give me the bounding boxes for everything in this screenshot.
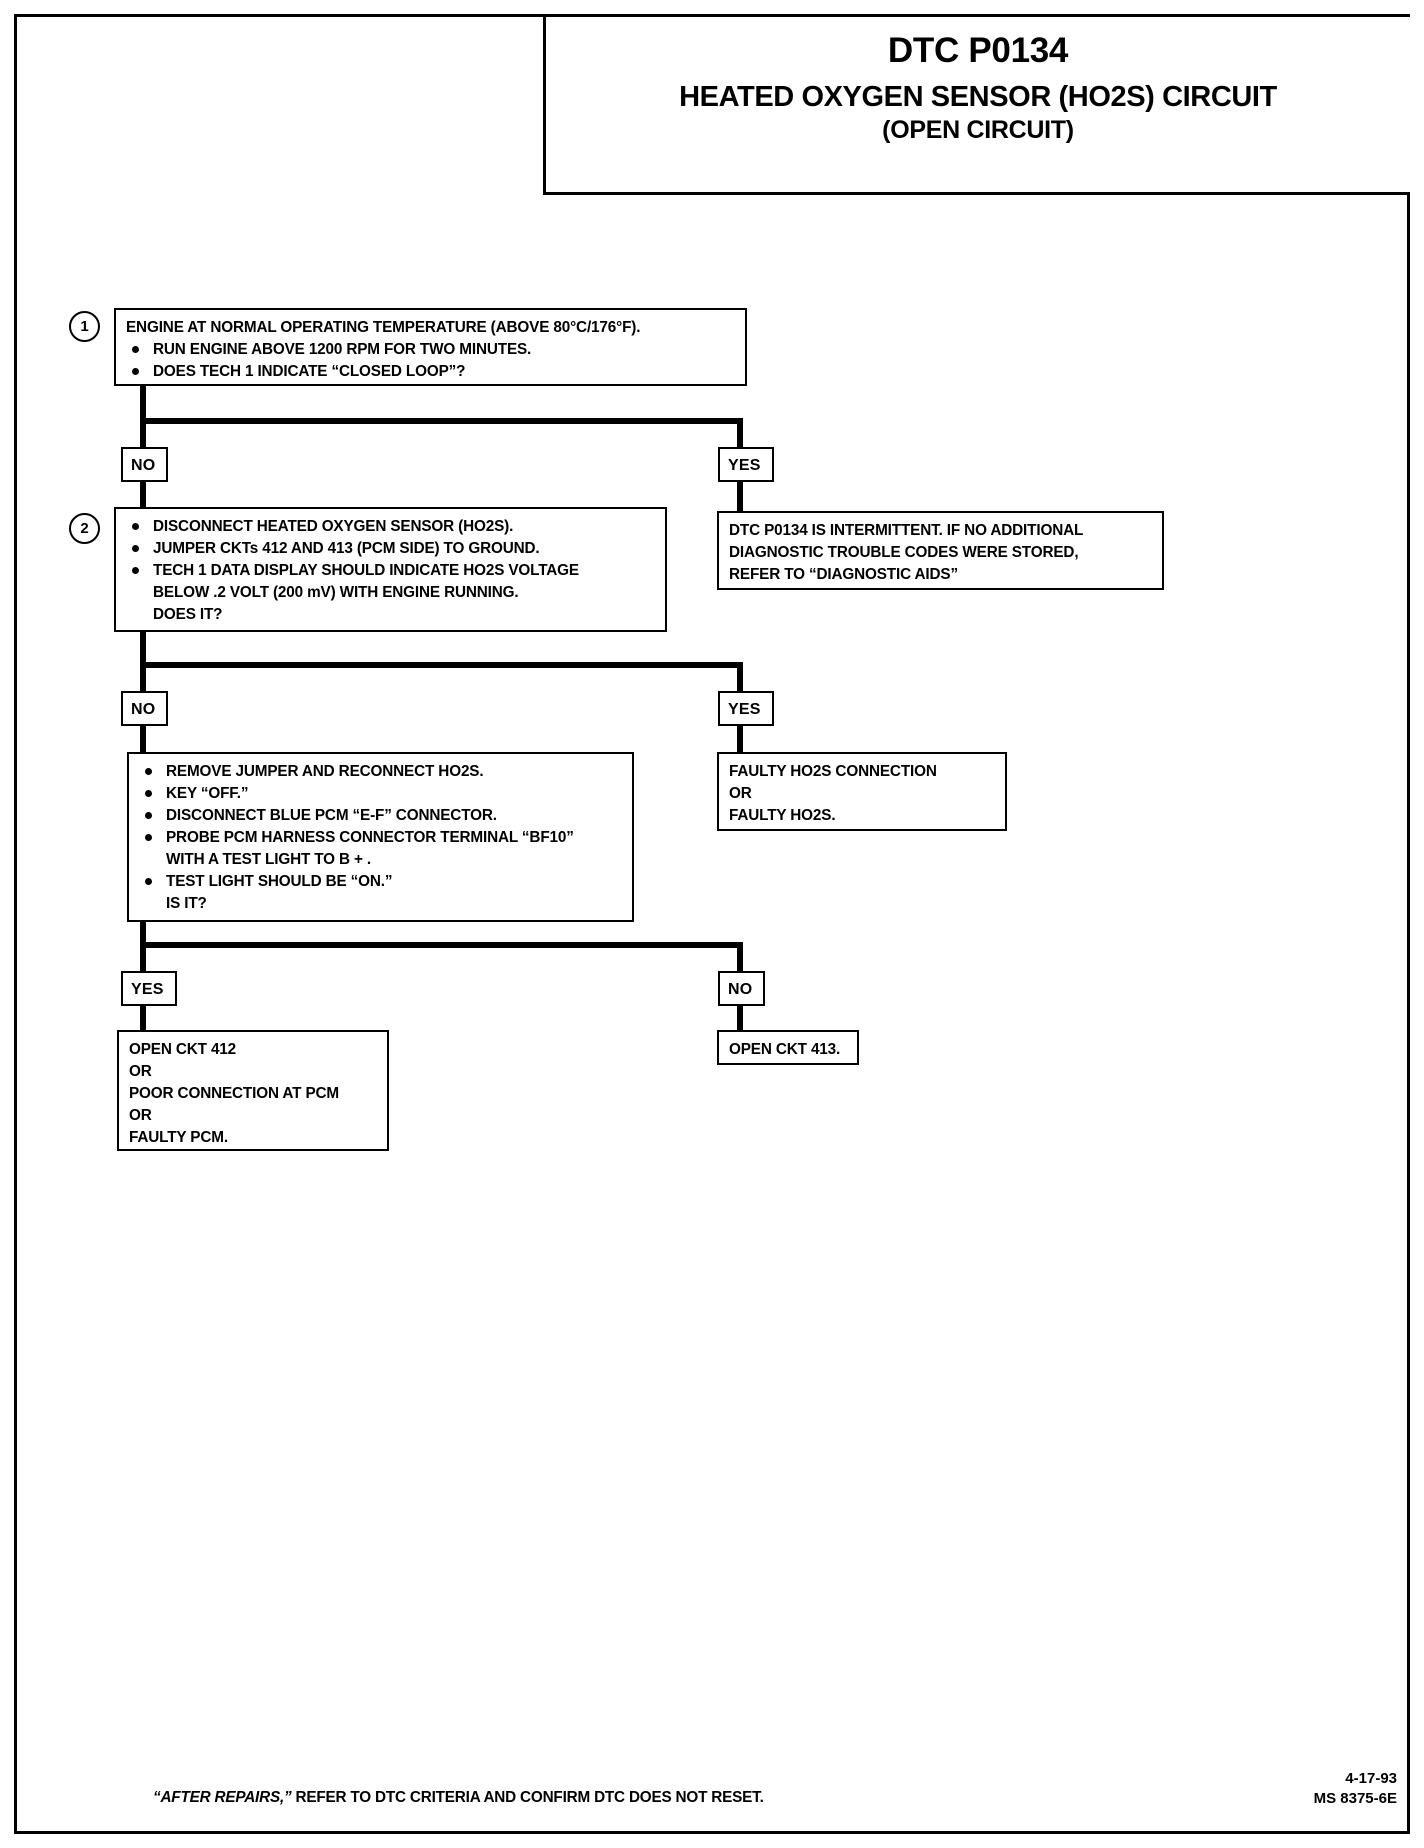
after-repairs-note: “AFTER REPAIRS,” REFER TO DTC CRITERIA A… bbox=[153, 1789, 764, 1807]
connector-step3-split bbox=[140, 942, 743, 948]
list-item: PROBE PCM HARNESS CONNECTOR TERMINAL “BF… bbox=[139, 827, 624, 849]
after-repairs-emphasis: “AFTER REPAIRS,” bbox=[153, 1789, 292, 1806]
list-item: DOES TECH 1 INDICATE “CLOSED LOOP”? bbox=[126, 361, 737, 383]
header-title-block: DTC P0134 HEATED OXYGEN SENSOR (HO2S) CI… bbox=[543, 17, 1410, 195]
result-line: OR bbox=[129, 1063, 152, 1081]
connector-step2-yes-leg bbox=[737, 662, 743, 693]
dtc-code-title: DTC P0134 bbox=[887, 31, 1069, 70]
result-line: FAULTY PCM. bbox=[129, 1129, 228, 1147]
branch-tag-yes-3[interactable]: YES bbox=[121, 971, 177, 1006]
step-2-bullets: DISCONNECT HEATED OXYGEN SENSOR (HO2S). … bbox=[126, 516, 657, 626]
connector-step2-down bbox=[140, 632, 146, 668]
revision-date: 4-17-93 bbox=[1345, 1769, 1397, 1787]
result-line: FAULTY HO2S. bbox=[729, 807, 836, 825]
step-1-box: ENGINE AT NORMAL OPERATING TEMPERATURE (… bbox=[114, 308, 747, 386]
page-frame: DTC P0134 HEATED OXYGEN SENSOR (HO2S) CI… bbox=[14, 14, 1410, 1834]
branch-tag-no-1[interactable]: NO bbox=[121, 447, 168, 482]
circuit-name-line: HEATED OXYGEN SENSOR (HO2S) CIRCUIT bbox=[679, 81, 1277, 114]
connector-yes1-to-result bbox=[737, 482, 743, 513]
result-line: FAULTY HO2S CONNECTION bbox=[729, 763, 937, 780]
connector-no2-to-step3 bbox=[140, 726, 146, 754]
connector-step1-yes-leg bbox=[737, 418, 743, 449]
result-line: DIAGNOSTIC TROUBLE CODES WERE STORED, bbox=[729, 544, 1079, 562]
step-3-bullets: REMOVE JUMPER AND RECONNECT HO2S. KEY “O… bbox=[139, 761, 624, 915]
result-faulty-ho2s-box: FAULTY HO2S CONNECTION OR FAULTY HO2S. bbox=[717, 752, 1007, 831]
connector-step3-yes-leg bbox=[140, 942, 146, 973]
list-item: RUN ENGINE ABOVE 1200 RPM FOR TWO MINUTE… bbox=[126, 339, 737, 361]
list-item-continuation: WITH A TEST LIGHT TO B + . bbox=[166, 851, 372, 869]
result-line: REFER TO “DIAGNOSTIC AIDS” bbox=[729, 566, 958, 584]
connector-no3-to-result bbox=[737, 1006, 743, 1032]
result-line: OR bbox=[129, 1107, 152, 1125]
page-footer: “AFTER REPAIRS,” REFER TO DTC CRITERIA A… bbox=[17, 1759, 1413, 1819]
list-item: DISCONNECT HEATED OXYGEN SENSOR (HO2S). bbox=[126, 516, 657, 538]
list-item-continuation: DOES IT? bbox=[153, 606, 223, 624]
step-number-2: 2 bbox=[69, 513, 100, 544]
connector-step1-split bbox=[140, 418, 743, 424]
list-item: TEST LIGHT SHOULD BE “ON.” bbox=[139, 871, 624, 893]
branch-tag-yes-2[interactable]: YES bbox=[718, 691, 774, 726]
result-line: OPEN CKT 412 bbox=[129, 1041, 237, 1058]
connector-yes3-to-result bbox=[140, 1006, 146, 1032]
step-2-box: DISCONNECT HEATED OXYGEN SENSOR (HO2S). … bbox=[114, 507, 667, 632]
diagnostic-flowchart: 1 ENGINE AT NORMAL OPERATING TEMPERATURE… bbox=[17, 17, 1413, 1837]
circuit-condition-line: (OPEN CIRCUIT) bbox=[882, 116, 1074, 145]
step-1-bullets: RUN ENGINE ABOVE 1200 RPM FOR TWO MINUTE… bbox=[126, 339, 737, 383]
list-item-continuation: IS IT? bbox=[166, 895, 207, 913]
branch-tag-yes-1[interactable]: YES bbox=[718, 447, 774, 482]
list-item: KEY “OFF.” bbox=[139, 783, 624, 805]
list-item: TECH 1 DATA DISPLAY SHOULD INDICATE HO2S… bbox=[126, 560, 657, 582]
list-item: DISCONNECT BLUE PCM “E-F” CONNECTOR. bbox=[139, 805, 624, 827]
list-item: JUMPER CKTs 412 AND 413 (PCM SIDE) TO GR… bbox=[126, 538, 657, 560]
result-line: OR bbox=[729, 785, 752, 803]
result-intermittent-box: DTC P0134 IS INTERMITTENT. IF NO ADDITIO… bbox=[717, 511, 1164, 590]
step-3-box: REMOVE JUMPER AND RECONNECT HO2S. KEY “O… bbox=[127, 752, 634, 922]
connector-step1-no-leg bbox=[140, 418, 146, 449]
list-item-continuation: BELOW .2 VOLT (200 mV) WITH ENGINE RUNNI… bbox=[153, 584, 519, 602]
result-line: OPEN CKT 413. bbox=[729, 1041, 841, 1058]
connector-step2-split bbox=[140, 662, 743, 668]
connector-yes2-to-result bbox=[737, 726, 743, 754]
connector-step2-no-leg bbox=[140, 662, 146, 693]
step-1-intro: ENGINE AT NORMAL OPERATING TEMPERATURE (… bbox=[126, 319, 641, 336]
result-line: POOR CONNECTION AT PCM bbox=[129, 1085, 340, 1103]
list-item: REMOVE JUMPER AND RECONNECT HO2S. bbox=[139, 761, 624, 783]
connector-step3-down bbox=[140, 922, 146, 958]
result-open-ckt-413-box: OPEN CKT 413. bbox=[717, 1030, 859, 1065]
after-repairs-rest: REFER TO DTC CRITERIA AND CONFIRM DTC DO… bbox=[291, 1789, 764, 1806]
step-number-1: 1 bbox=[69, 311, 100, 342]
document-revision-block: 4-17-93 MS 8375-6E bbox=[1314, 1769, 1397, 1810]
result-line: DTC P0134 IS INTERMITTENT. IF NO ADDITIO… bbox=[729, 522, 1084, 539]
connector-no1-to-step2 bbox=[140, 482, 146, 508]
connector-step3-no-leg bbox=[737, 942, 743, 973]
branch-tag-no-2[interactable]: NO bbox=[121, 691, 168, 726]
document-code: MS 8375-6E bbox=[1313, 1789, 1397, 1807]
branch-tag-no-3[interactable]: NO bbox=[718, 971, 765, 1006]
result-open-ckt-412-box: OPEN CKT 412 OR POOR CONNECTION AT PCM O… bbox=[117, 1030, 389, 1151]
connector-step1-down bbox=[140, 386, 146, 422]
